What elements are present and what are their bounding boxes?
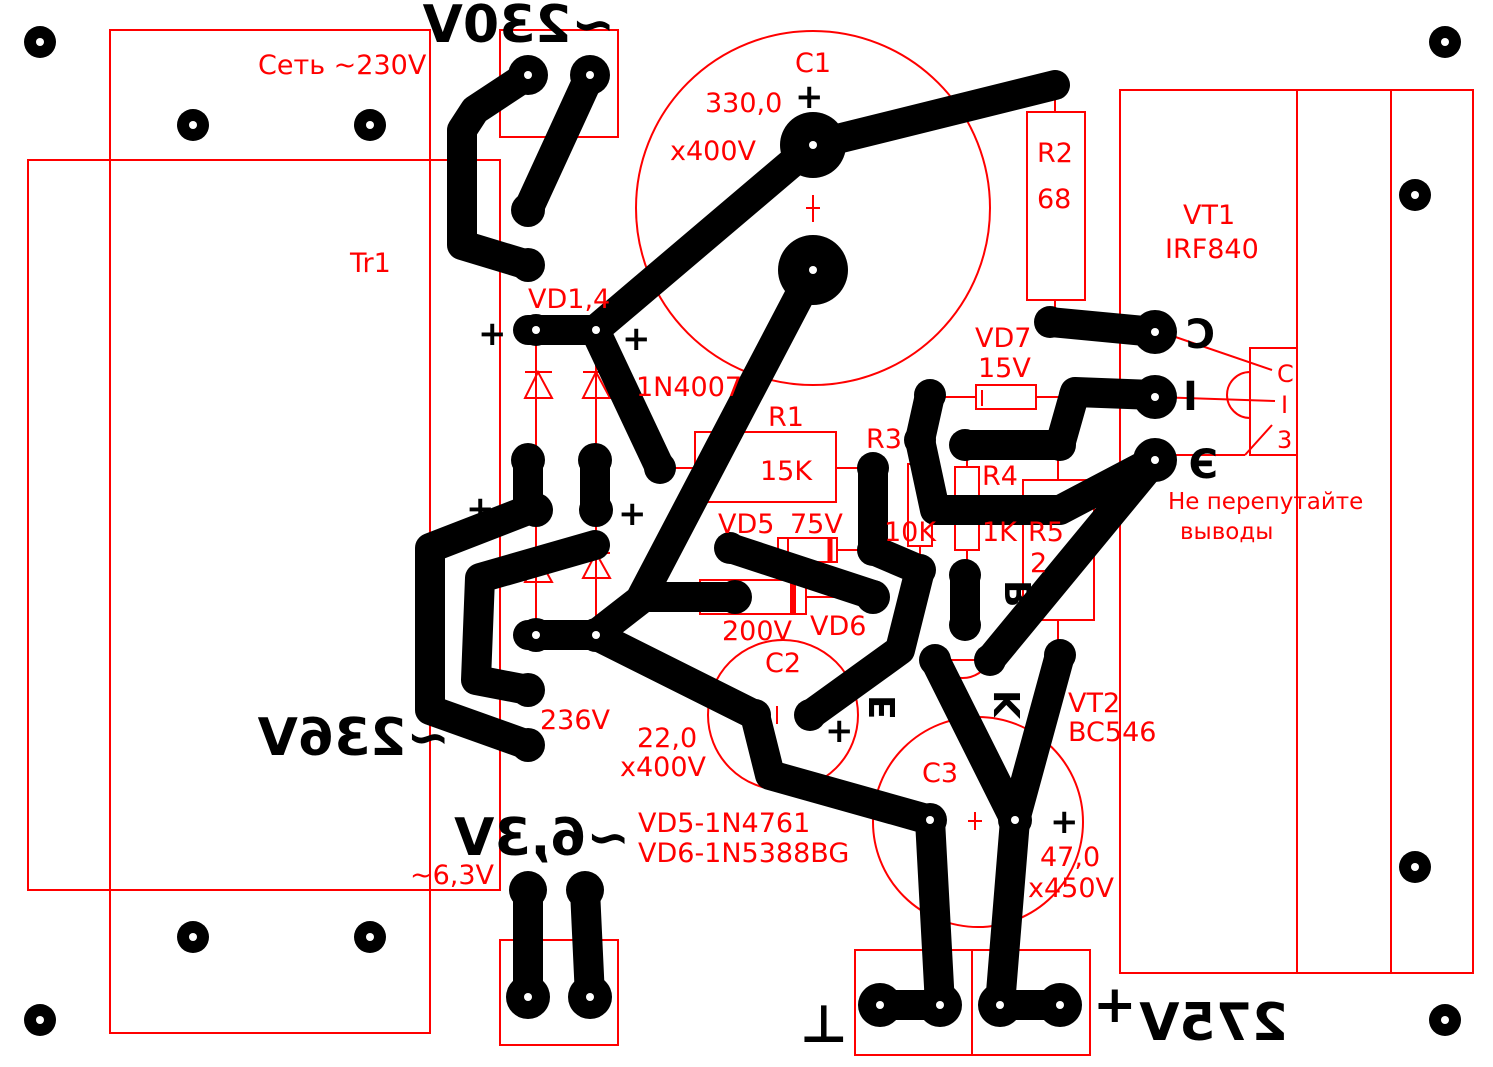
c2-voltage: x400V	[620, 752, 707, 783]
pinout-i: I	[1281, 391, 1288, 419]
vt1-pinout-box	[1249, 347, 1298, 456]
output-connector	[971, 949, 1091, 1056]
c1-voltage: x400V	[670, 136, 757, 167]
c2-label: C2	[765, 648, 801, 679]
plus-marker: +	[466, 489, 495, 529]
pin-e2-copper: E	[863, 695, 904, 720]
c1-label: C1	[795, 48, 831, 79]
diode-note-1: VD5-1N4761	[638, 808, 810, 839]
r3-label: R3	[866, 424, 902, 455]
pinout-3: 3	[1277, 426, 1292, 454]
c1-value: 330,0	[705, 88, 782, 119]
pin-i-copper: I	[1183, 374, 1198, 420]
warning-line1: Не перепутайте	[1168, 489, 1363, 515]
c1-outline	[635, 30, 991, 386]
mounting-holes	[24, 26, 1461, 1036]
output-236v-label: ~236V	[258, 708, 450, 768]
plus-marker: +	[622, 319, 651, 359]
vd7-label: VD7	[975, 323, 1031, 354]
plus-marker: +	[478, 314, 507, 354]
vd5-value: 75V	[790, 509, 843, 540]
filament-connector	[499, 939, 619, 1046]
output-63v-silk: ~6,3V	[410, 860, 495, 891]
r5-label: R5	[1028, 517, 1064, 548]
c2-value: 22,0	[637, 723, 697, 754]
vt1-type: IRF840	[1165, 234, 1259, 265]
plus-marker: +	[795, 77, 824, 117]
diode-note-2: VD6-1N5388BG	[638, 838, 849, 869]
output-63v-label: ~6,3V	[454, 808, 630, 868]
r3-value: 10K	[884, 517, 937, 548]
pin-b-copper: B	[996, 580, 1037, 607]
vd7-outline	[975, 384, 1037, 410]
c3-value: 47,0	[1040, 842, 1100, 873]
c3-voltage: x450V	[1028, 873, 1115, 904]
r2-value: 68	[1037, 184, 1071, 215]
vd6-value: 200V	[722, 616, 793, 647]
vd6-label: VD6	[810, 611, 866, 642]
r4-value: 1K	[982, 517, 1018, 548]
r4-label: R4	[982, 461, 1018, 492]
pin-e-copper: Э	[1189, 442, 1218, 488]
tr1-label: Tr1	[349, 248, 391, 279]
pin-k-copper: K	[988, 690, 1029, 719]
silkscreen-labels: Сеть ~230V Tr1 C1 330,0 x400V R2 68 VT1 …	[258, 48, 1363, 904]
output-plus: +	[1093, 975, 1137, 1035]
plus-marker: +	[825, 711, 854, 751]
ground-symbol: ⊥	[800, 995, 848, 1055]
r2-label: R2	[1037, 138, 1073, 169]
vt2-label: VT2	[1068, 688, 1120, 719]
transformer-outline	[109, 29, 431, 1034]
r5-value: 2	[1030, 548, 1047, 579]
vd7-value: 15V	[978, 353, 1031, 384]
copper-text: ~230V ~236V ~6,3V 275V + ⊥ C I Э B E K +…	[258, 0, 1288, 1055]
vt2-type: BC546	[1068, 717, 1156, 748]
r1-value: 15K	[760, 456, 813, 487]
input-230v-label: ~230V	[423, 0, 615, 55]
vd14-type: 1N4007	[636, 372, 742, 403]
mains-label: Сеть ~230V	[258, 50, 427, 81]
vd14-label: VD1,4	[528, 284, 610, 315]
output-275v-label: 275V	[1139, 993, 1288, 1053]
pinout-c: C	[1277, 360, 1294, 388]
warning-line2: выводы	[1180, 519, 1273, 545]
vd5-label: VD5	[718, 509, 774, 540]
plus-marker: +	[618, 494, 647, 534]
plus-marker: +	[1050, 802, 1079, 842]
pads	[506, 55, 1177, 1027]
output-236v-silk: 236V	[540, 705, 611, 736]
r1-label: R1	[768, 402, 804, 433]
vt1-label: VT1	[1183, 200, 1235, 231]
pin-c-copper: C	[1186, 312, 1215, 358]
c3-label: C3	[922, 758, 958, 789]
